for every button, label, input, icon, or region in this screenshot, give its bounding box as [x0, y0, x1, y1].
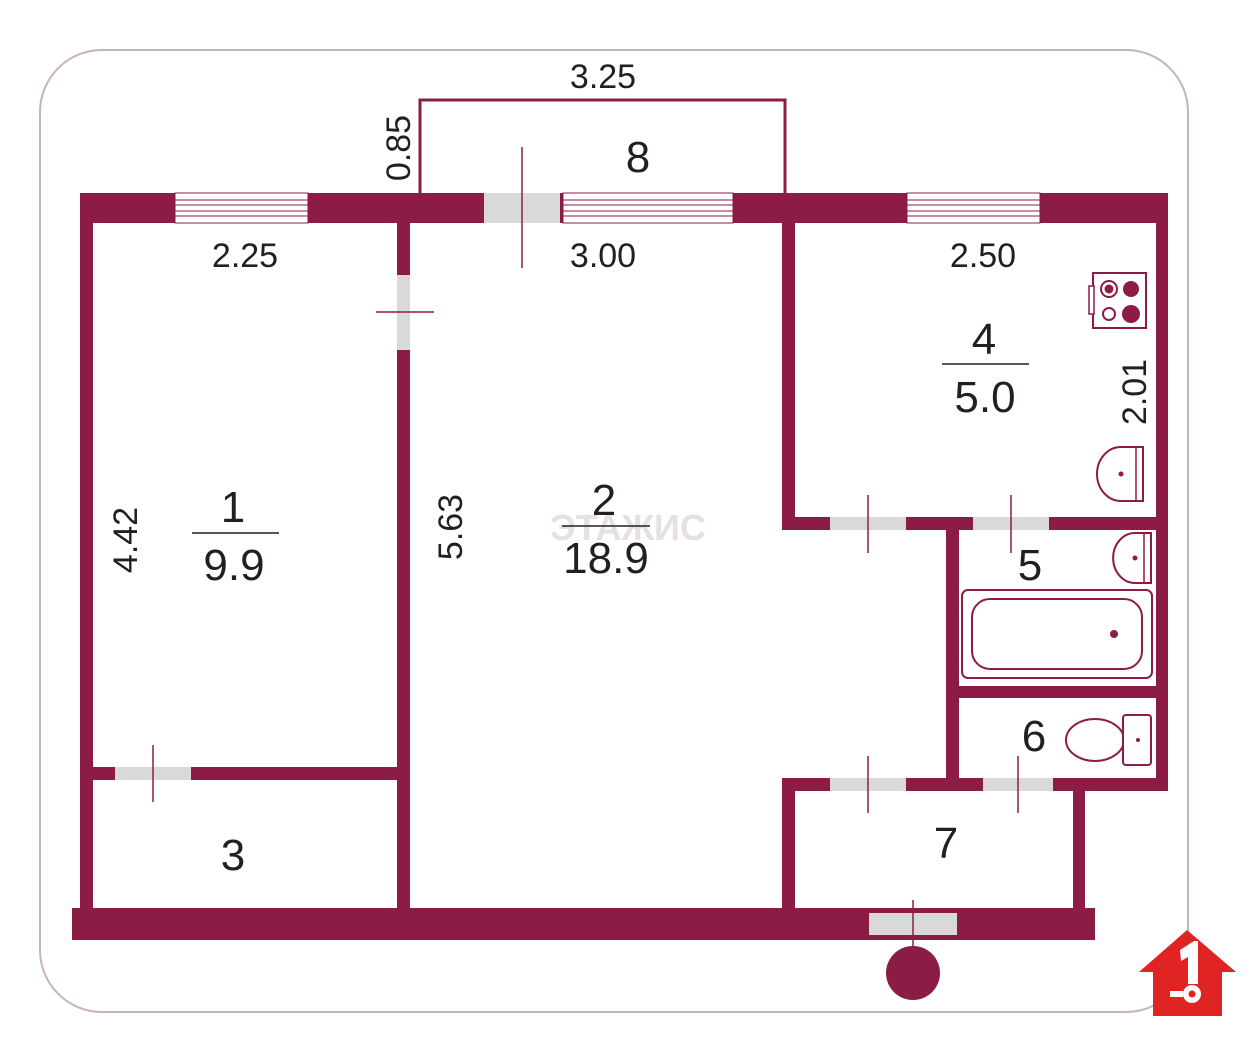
toilet-icon	[1065, 714, 1152, 766]
bathtub-icon	[961, 589, 1153, 679]
room7-number: 7	[934, 819, 958, 868]
room2-area: 18.9	[563, 534, 649, 583]
window-room1	[174, 192, 309, 224]
plan-frame	[39, 49, 1189, 1013]
dim-balcony-width: 3.25	[570, 58, 636, 96]
room5-number: 5	[1018, 541, 1042, 590]
windows	[174, 192, 1041, 224]
room1-number: 1	[221, 483, 245, 532]
window-room2	[562, 192, 734, 224]
room4-area: 5.0	[954, 373, 1015, 422]
balcony-outline	[418, 98, 787, 195]
window-room4	[906, 192, 1041, 224]
dim-room2-width: 3.00	[570, 237, 636, 275]
house-key-logo-icon	[1139, 930, 1236, 1016]
dim-balcony-depth: 0.85	[380, 115, 418, 181]
dim-room4-width: 2.50	[950, 237, 1016, 275]
room2-number: 2	[592, 476, 616, 525]
entrance-marker-icon	[886, 946, 940, 1000]
dim-room2-length: 5.63	[432, 494, 470, 560]
door-ticks	[152, 147, 1019, 950]
dim-room1-length: 4.42	[107, 507, 145, 573]
room8-number: 8	[626, 133, 650, 182]
dim-room4-length: 2.01	[1116, 359, 1154, 425]
sink-icon	[1096, 446, 1144, 502]
bathroom-sink-icon	[1112, 532, 1152, 584]
watermark: ЭТАЖИС	[550, 507, 706, 548]
room4-number: 4	[972, 315, 996, 364]
stove-icon	[1088, 272, 1147, 329]
room3-number: 3	[221, 831, 245, 880]
room6-number: 6	[1022, 712, 1046, 761]
dim-room1-width: 2.25	[212, 237, 278, 275]
room1-area: 9.9	[203, 541, 264, 590]
